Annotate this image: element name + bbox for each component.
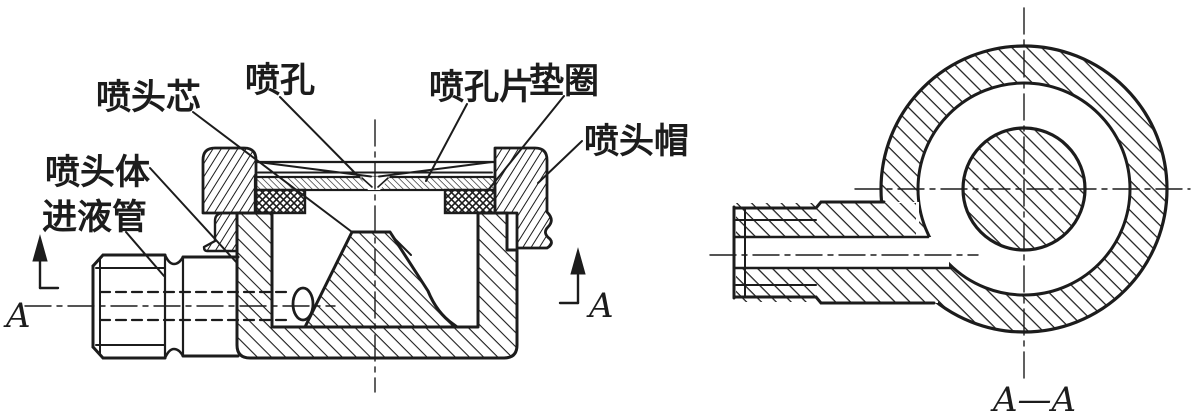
label-nozzle-body: 喷头体 [45,152,150,193]
section-letter-right: A [586,286,614,326]
nozzle-cap-left-skirt [202,211,239,253]
label-orifice-plate: 喷孔片 [429,67,534,108]
label-nozzle-cap: 喷头帽 [584,121,689,162]
leader-washer [488,95,565,190]
hidden-bore-lines [98,290,290,322]
swirl-hole [291,286,315,322]
washer-right [443,188,497,215]
washer-left [253,188,307,215]
label-washer: 垫圈 [529,61,599,102]
leader-inlet-pipe [125,231,165,277]
label-inlet-pipe: 进液管 [42,197,147,238]
label-nozzle-core: 喷头芯 [96,77,201,118]
leader-nozzle-body [149,167,238,264]
side-pipe-outline [732,200,953,305]
leader-lines [125,95,583,277]
leader-nozzle-cap [537,140,583,184]
inlet-pipe [91,253,240,360]
label-spray-hole: 喷孔 [245,60,315,101]
leader-spray-hole [279,96,359,177]
section-marker-right [558,247,586,305]
leader-orifice-plate [425,103,468,182]
aa-centerlines [709,7,1191,379]
section-view-a-a: A—A [709,7,1191,419]
nozzle-cap-left-flange [201,146,258,215]
leader-nozzle-core [192,111,353,233]
core-chamfer-line [392,236,412,256]
section-marker-left [32,234,60,290]
section-view-title: A—A [990,380,1076,419]
nozzle-cap-right-wall [493,146,553,250]
main-section-view: 喷头芯 喷孔 喷孔片 垫圈 喷头帽 喷头体 进液管 A A [3,60,689,393]
nozzle-core-hatch [303,230,459,329]
section-letter-left: A [3,296,31,336]
